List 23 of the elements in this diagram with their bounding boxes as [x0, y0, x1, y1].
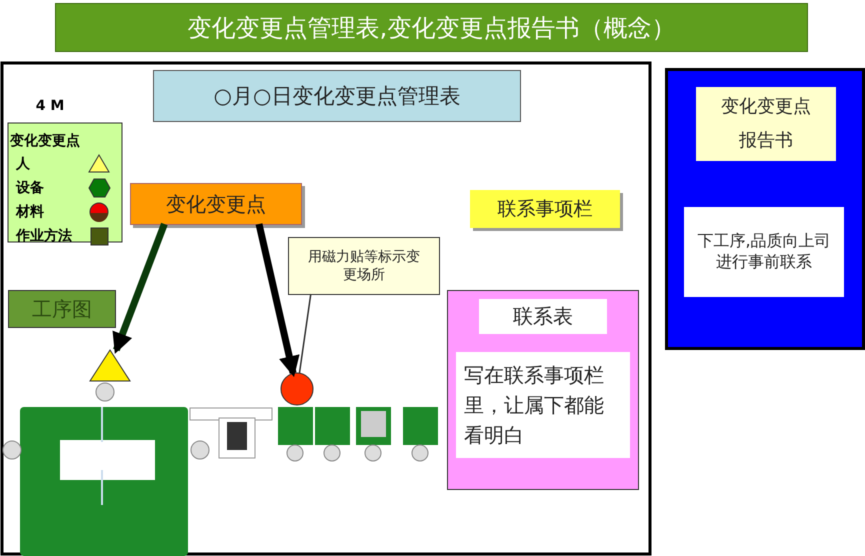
panel	[665, 68, 865, 350]
note-text: 写在联系事项栏里，让属下都能看明白	[456, 352, 630, 458]
legend-heading: 变化变更点	[10, 132, 81, 151]
label: 4 M	[34, 98, 66, 116]
label-box: 工序图	[8, 290, 116, 328]
callout-bubble: 用磁力贴等标示变更场所	[288, 237, 440, 295]
callout-tail	[298, 294, 312, 374]
panel	[447, 290, 639, 490]
label-box: 下工序,品质向上司进行事前联系	[684, 207, 844, 297]
label-box: 变化变更点	[130, 183, 302, 225]
label-box: 联系事项栏	[470, 190, 620, 228]
arrow	[112, 222, 168, 354]
label-box: 变化变更点报告书	[696, 87, 836, 161]
legend-label: 作业方法	[16, 227, 73, 246]
triangle-marker	[89, 349, 131, 382]
panel-heading: 联系表	[479, 299, 607, 334]
arrow	[256, 223, 300, 378]
circle-marker	[280, 372, 314, 406]
legend-label: 材料	[16, 203, 45, 222]
legend-label: 设备	[16, 179, 45, 198]
legend-label: 人	[16, 155, 31, 174]
title: 变化变更点管理表,变化变更点报告书（概念）	[188, 12, 676, 44]
label-box: ○月○日变化变更点管理表	[153, 70, 521, 122]
